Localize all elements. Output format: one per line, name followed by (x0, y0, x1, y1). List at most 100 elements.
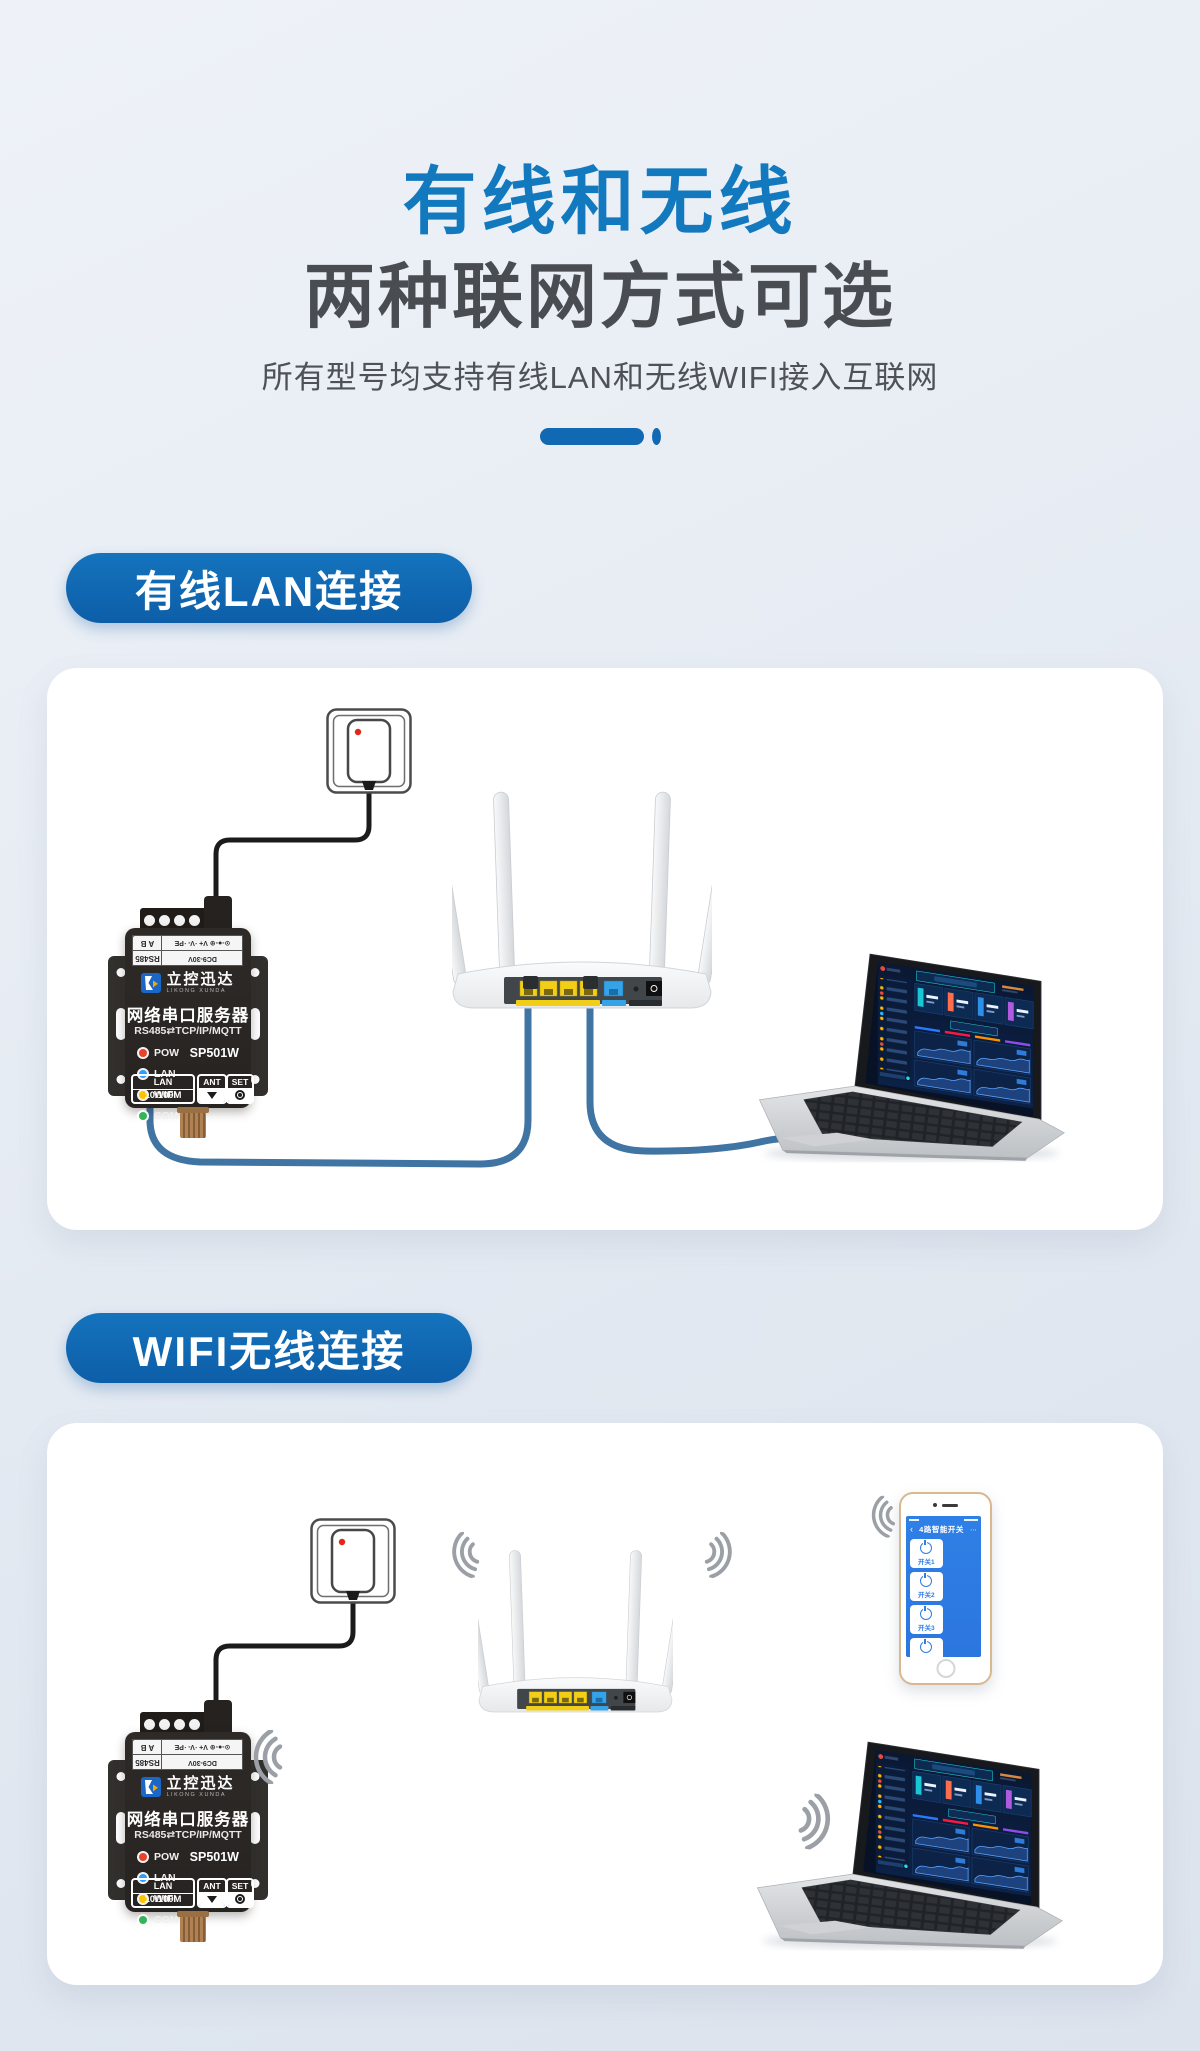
laptop-2 (740, 1740, 1070, 1954)
label-voltage: DC9-30V (161, 950, 244, 967)
set-box: SET (226, 1074, 254, 1104)
label-rs485: RS485 (132, 1754, 163, 1771)
phone-earpiece (901, 1503, 990, 1507)
wifi-led-label: WIFI (154, 1892, 177, 1905)
switch-label: 开关3 (917, 1624, 935, 1632)
label-rs485: RS485 (132, 950, 163, 967)
protocol-text: RS485⇄TCP/IP/MQTT (134, 1025, 242, 1037)
phone-screen: ‹ 4路智能开关 ⋯ 开关1 开关2 开关3 开关4 21 ◷ ◶ ↻ ⚙ (906, 1516, 981, 1657)
power-icon (920, 1606, 933, 1620)
label-pins: ⊙-●-⊕ V+ ·V- ·PE (161, 935, 244, 952)
ant-label: ANT (203, 1077, 221, 1087)
home-button[interactable] (936, 1659, 955, 1678)
set-box: SET (226, 1878, 254, 1908)
pow-led-label: POW (154, 1046, 180, 1059)
page-title: 有线和无线 (402, 162, 798, 244)
ethernet-plug-1 (523, 976, 538, 989)
smartphone: ‹ 4路智能开关 ⋯ 开关1 开关2 开关3 开关4 21 ◷ ◶ ↻ ⚙ (899, 1492, 992, 1685)
phone-camera-dot (933, 1503, 937, 1507)
switch-button-4[interactable]: 开关4 (910, 1638, 943, 1657)
com-led (139, 1915, 147, 1924)
product-name: 网络串口服务器 (126, 1811, 250, 1829)
sma-antenna-connector (177, 1911, 209, 1942)
phone-status-bar (906, 1516, 981, 1523)
antenna-icon (207, 1091, 217, 1099)
back-icon[interactable]: ‹ (910, 1524, 913, 1534)
wall-socket-2 (310, 1518, 396, 1604)
app-nav-bar: ‹ 4路智能开关 ⋯ (906, 1523, 981, 1536)
lan-speed-label: 10/100M (133, 1892, 193, 1907)
page-subtitle: 所有型号均支持有线LAN和无线WIFI接入互联网 (261, 360, 939, 395)
set-button-icon (235, 1090, 245, 1100)
label-ab: A B (132, 1739, 163, 1756)
switch-button-3[interactable]: 开关3 (910, 1605, 943, 1634)
wifi-waves-phone (869, 1494, 897, 1540)
switch-label: 开关1 (917, 1558, 935, 1566)
wifi-led (139, 1090, 147, 1099)
pow-led (139, 1852, 147, 1861)
sma-antenna-connector (177, 1107, 209, 1138)
set-label: SET (231, 1077, 249, 1087)
power-icon (920, 1573, 933, 1587)
ant-label: ANT (203, 1881, 221, 1891)
lan-led (139, 1069, 147, 1078)
pow-led-label: POW (154, 1850, 180, 1863)
lan-port-label: LAN (153, 1077, 173, 1088)
brand-name: 立控迅达 (166, 1775, 235, 1792)
brand-logo-icon (141, 1777, 162, 1798)
menu-icon[interactable]: ⋯ (970, 1526, 977, 1534)
router-1 (452, 791, 712, 1009)
phone-speaker-bar (942, 1503, 958, 1507)
lan-led (139, 1873, 147, 1882)
model-number: SP501W (189, 1850, 239, 1864)
led-panel: SP501W POW LAN WIFI COM (139, 1846, 239, 1930)
product-name: 网络串口服务器 (126, 1007, 250, 1025)
switch-button-1[interactable]: 开关1 (910, 1539, 943, 1568)
ant-box: ANT (197, 1074, 227, 1104)
label-ab: A B (132, 935, 163, 952)
wifi-waves-laptop (787, 1790, 842, 1853)
lan-speed-label: 10/100M (133, 1088, 193, 1103)
switch-label: 开关2 (917, 1591, 935, 1599)
set-button-icon (235, 1894, 245, 1904)
com-led (139, 1111, 147, 1120)
divider-dot-shape (651, 428, 661, 445)
wifi-led (139, 1894, 147, 1903)
power-icon (920, 1639, 933, 1653)
antenna-icon (207, 1895, 217, 1903)
power-icon (920, 1540, 933, 1554)
model-number: SP501W (189, 1046, 239, 1060)
wall-socket-1 (326, 708, 412, 794)
page-subtitle-heading: 两种联网方式可选 (303, 258, 896, 337)
switch-button-2[interactable]: 开关2 (910, 1572, 943, 1601)
switch-grid: 开关1 开关2 开关3 开关4 (906, 1536, 981, 1657)
brand-name-en: LIKONG XUNDA (166, 988, 227, 994)
brand-logo-icon (141, 973, 162, 994)
set-label: SET (231, 1881, 249, 1891)
com-led-label: COM (154, 1913, 179, 1926)
brand-name: 立控迅达 (166, 971, 235, 988)
brand-name-en: LIKONG XUNDA (166, 1792, 227, 1798)
title-divider (0, 428, 1200, 445)
com-led-label: COM (154, 1109, 179, 1122)
lan-port-label: LAN (153, 1881, 173, 1892)
protocol-text: RS485⇄TCP/IP/MQTT (134, 1829, 242, 1841)
switch-label: 开关4 (918, 1655, 935, 1658)
pow-led (139, 1048, 147, 1057)
ethernet-plug-2 (583, 976, 598, 989)
divider-bar-shape (539, 428, 644, 445)
section-badge-lan: 有线LAN连接 (66, 553, 472, 623)
wifi-waves-device (246, 1730, 290, 1784)
lan-led-label: LAN (154, 1871, 176, 1884)
app-title: 4路智能开关 (919, 1525, 964, 1534)
